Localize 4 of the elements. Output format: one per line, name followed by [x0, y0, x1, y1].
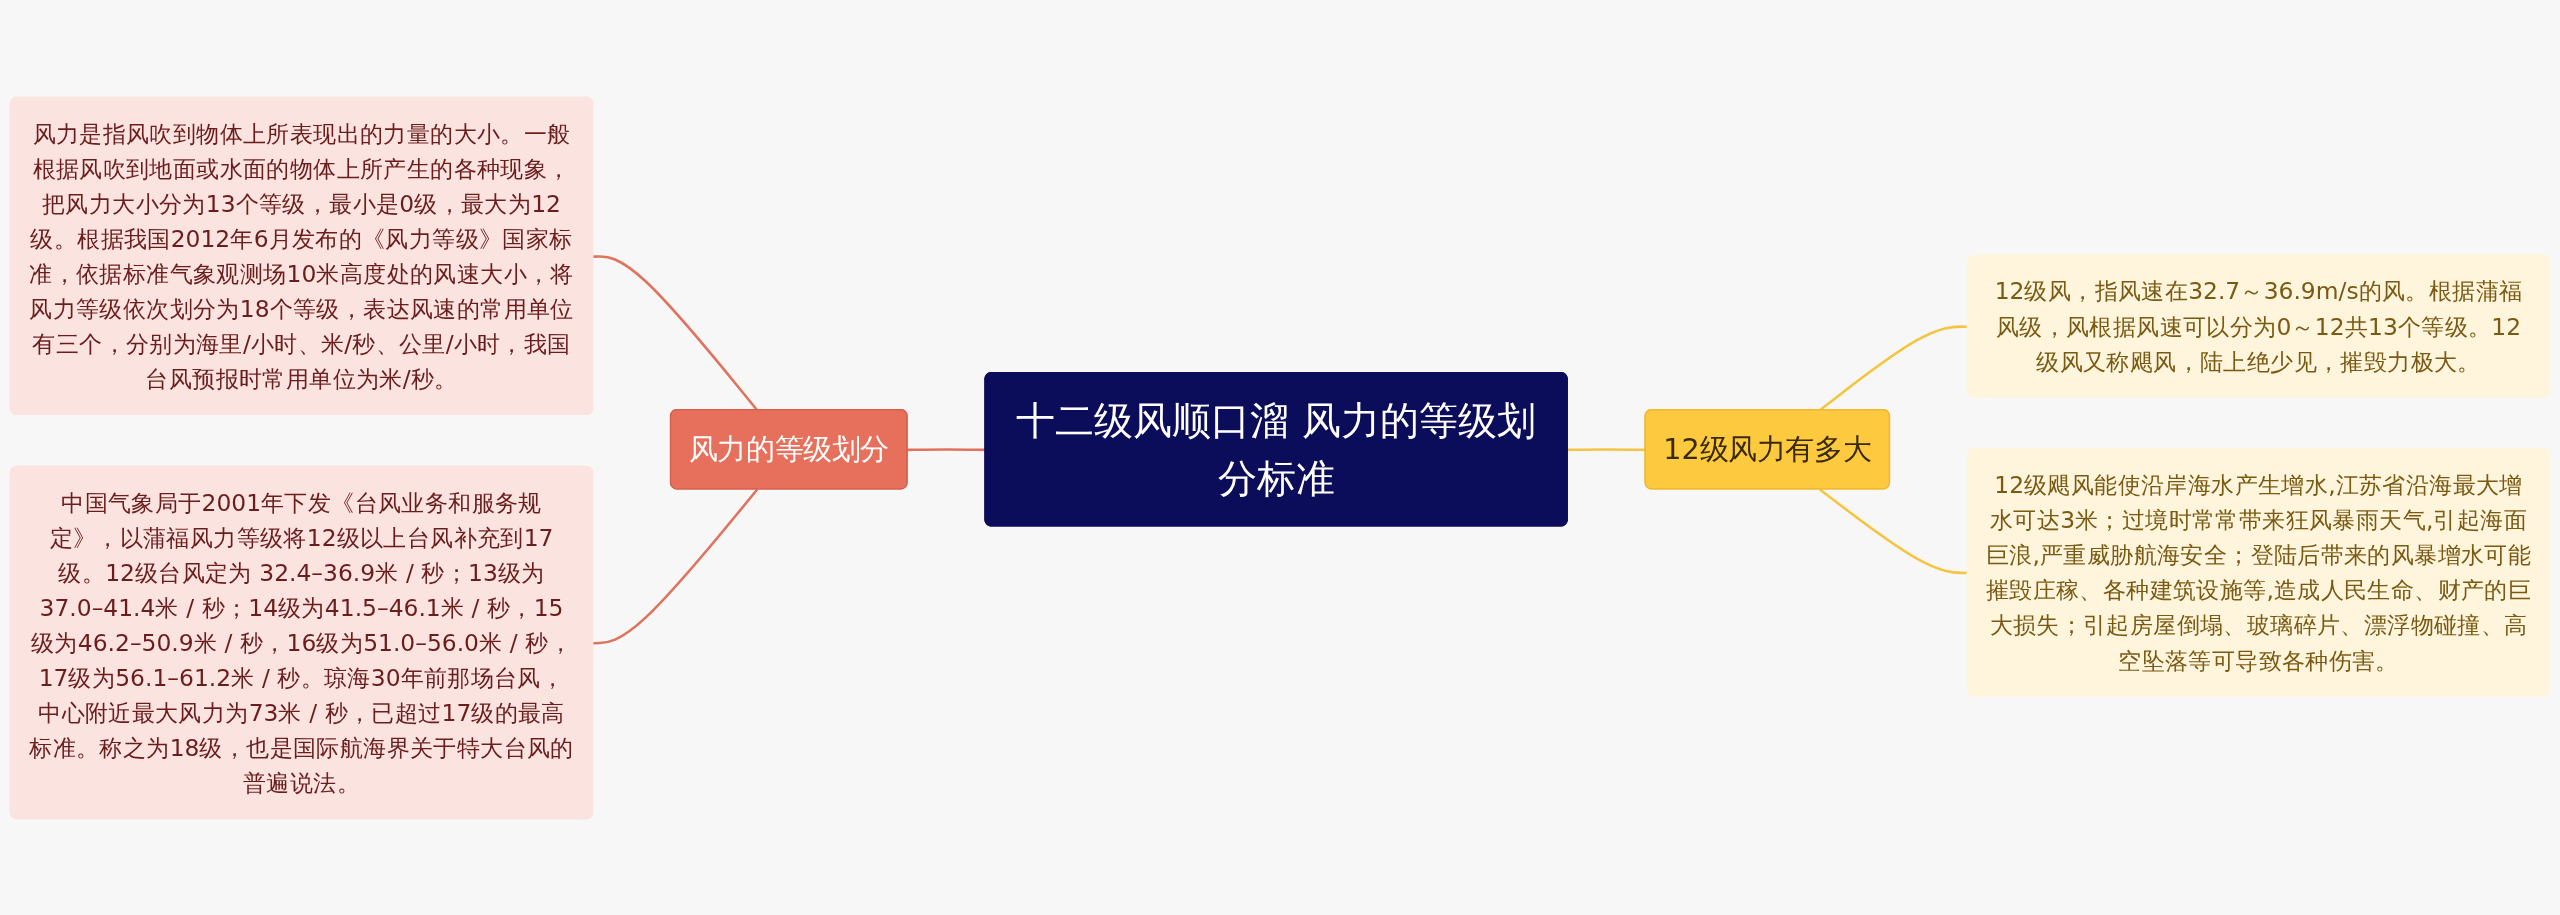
connector	[593, 254, 759, 411]
connector	[593, 488, 759, 644]
connector	[907, 447, 986, 451]
connector	[1567, 447, 1646, 451]
